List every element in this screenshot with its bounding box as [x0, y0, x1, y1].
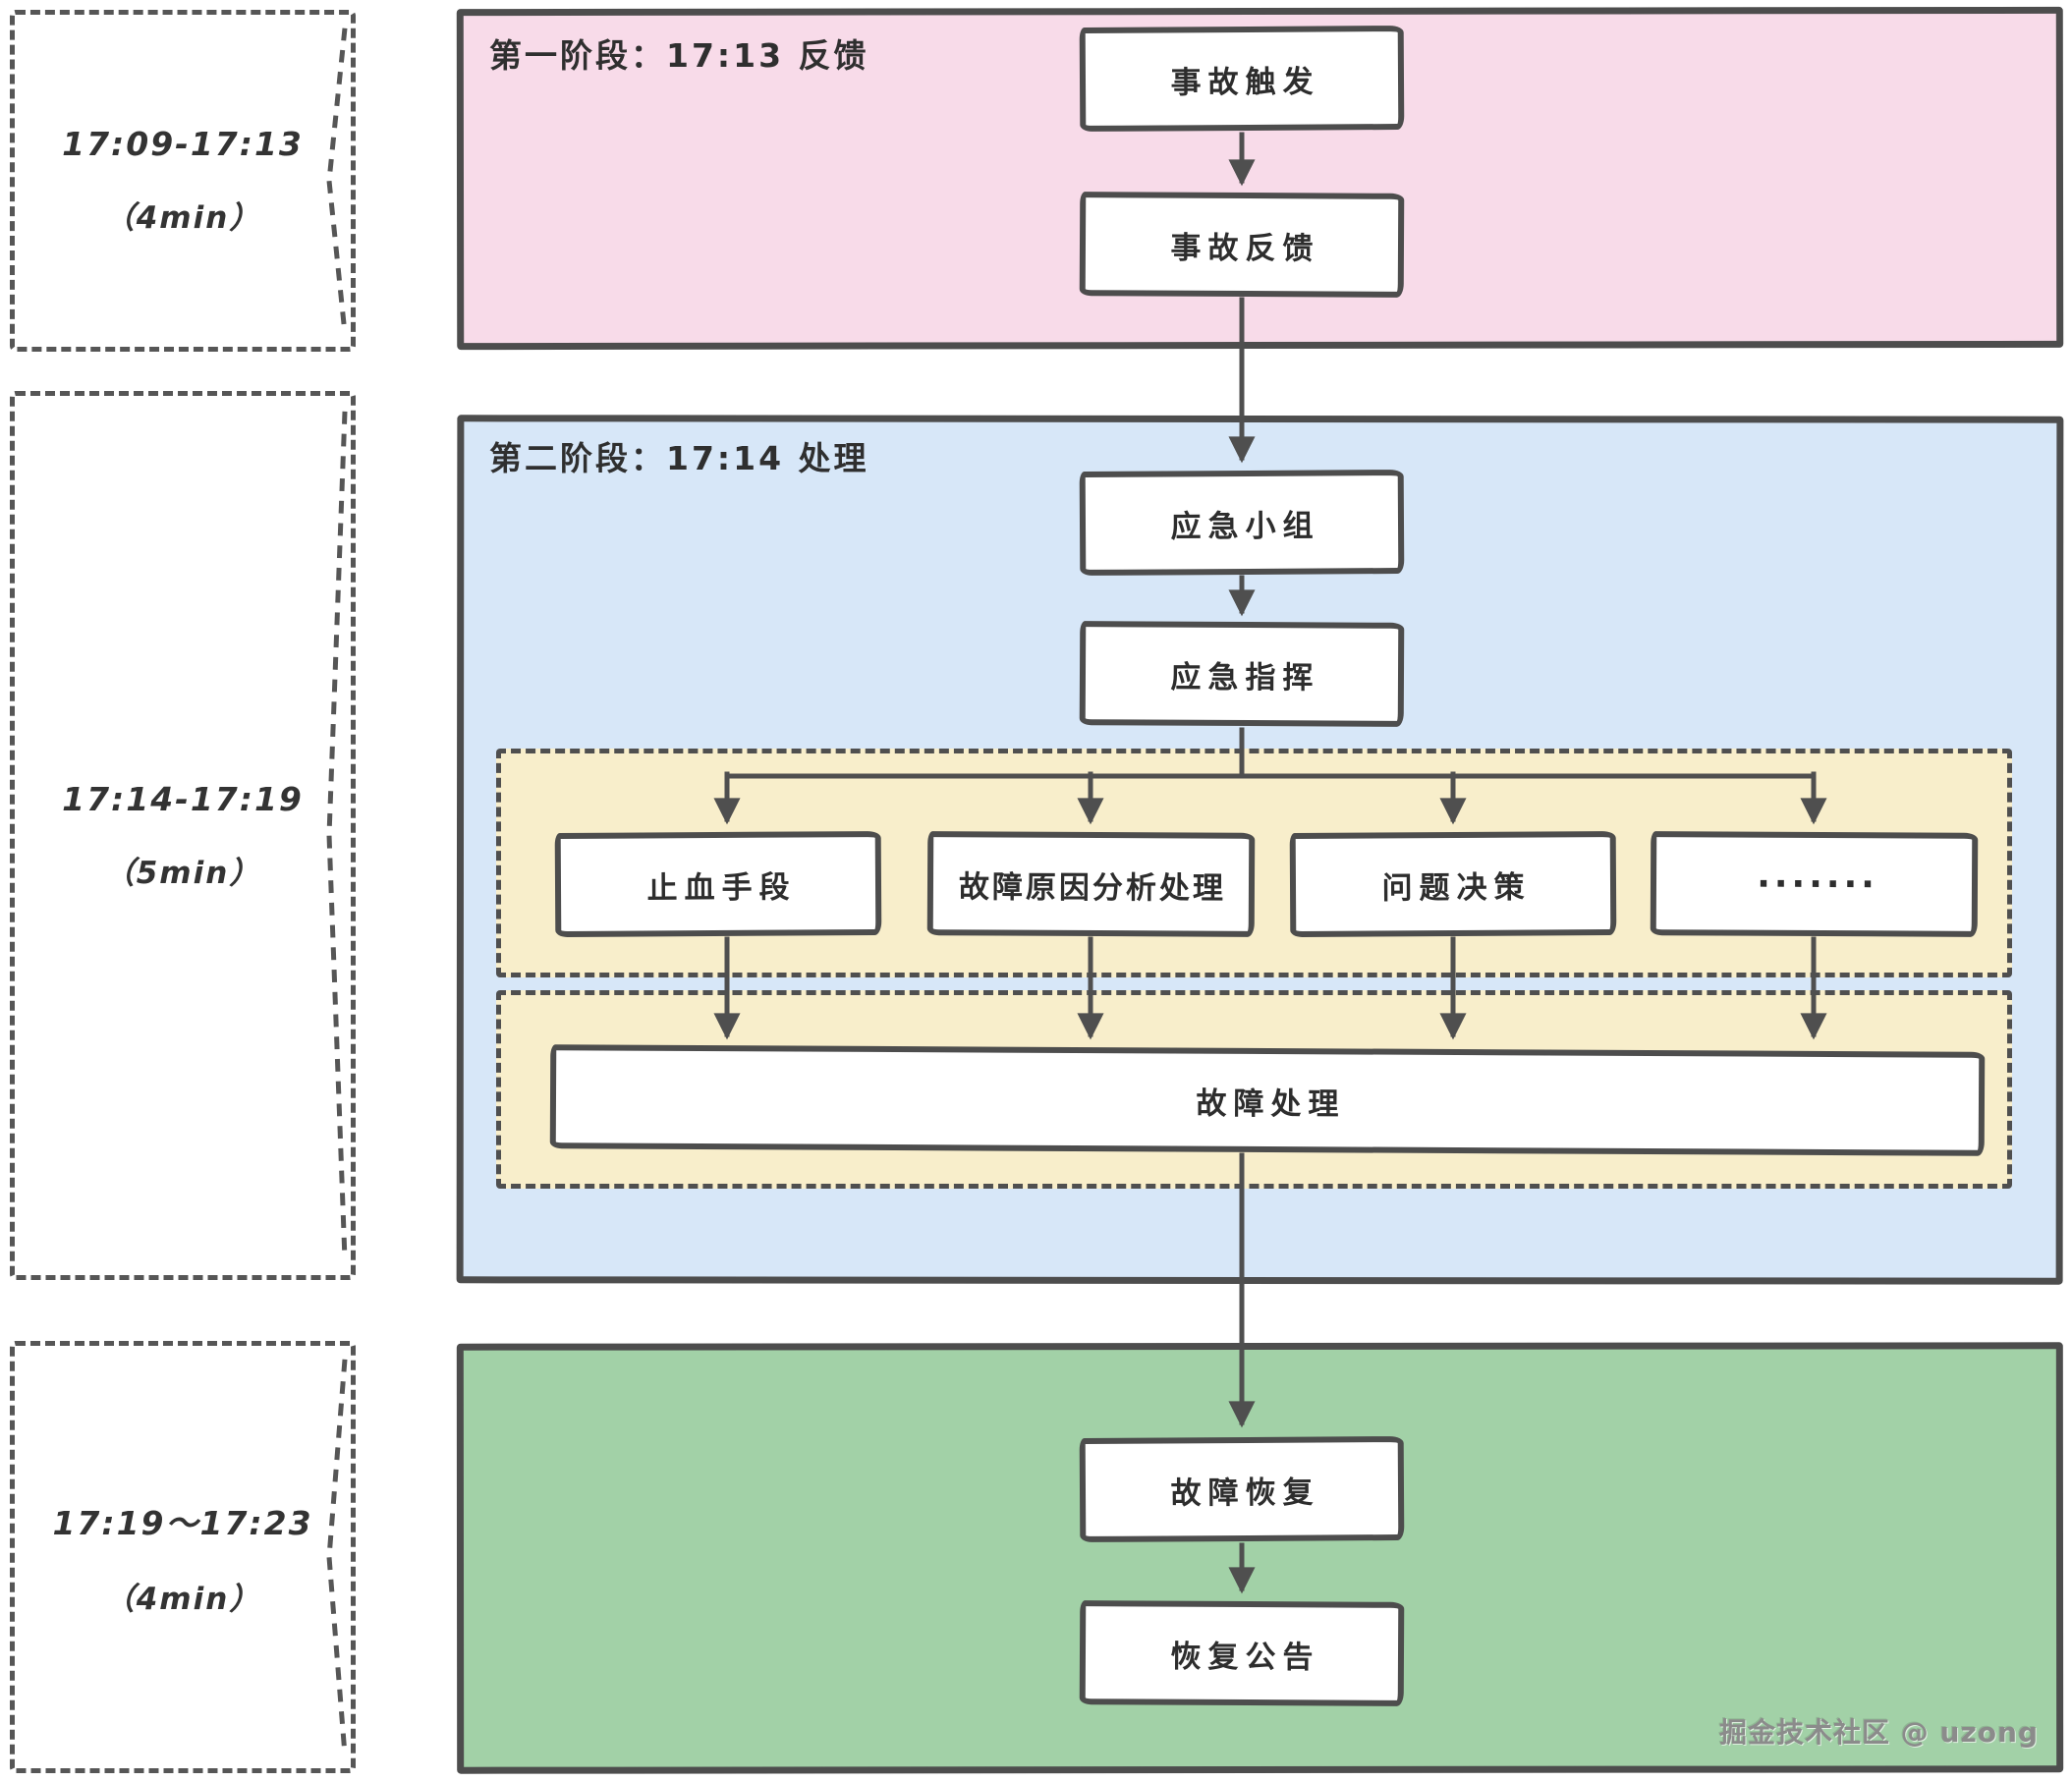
brace-notch-icon [326, 1359, 348, 1755]
node-label: 应急指挥 [1170, 659, 1320, 696]
brace-notch-icon [326, 28, 348, 334]
node-fault-analysis: 故障原因分析处理 [926, 831, 1256, 937]
timeline-box-phase3: 17:19～17:23 （4min） [10, 1341, 356, 1773]
node-label: 事故反馈 [1170, 230, 1320, 266]
timeline-duration: （4min） [103, 200, 262, 236]
node-label: 应急小组 [1170, 508, 1320, 544]
timeline-range: 17:09-17:13 [62, 125, 304, 163]
node-label: 恢复公告 [1170, 1639, 1320, 1675]
node-ellipsis: ······· [1650, 831, 1979, 937]
node-label: 止血手段 [646, 869, 797, 906]
node-label: 问题决策 [1381, 869, 1532, 906]
node-label: 故障处理 [1196, 1086, 1346, 1122]
node-stop-bleeding: 止血手段 [554, 830, 882, 938]
timeline-duration: （5min） [103, 855, 262, 891]
node-label: 故障原因分析处理 [958, 868, 1227, 907]
timeline-duration: （4min） [103, 1581, 262, 1617]
timeline-range: 17:14-17:19 [62, 779, 304, 818]
brace-notch-icon [326, 411, 348, 1260]
phase1-title: 第一阶段：17:13 反馈 [489, 36, 869, 75]
node-label: ······· [1757, 863, 1878, 905]
node-emergency-command: 应急指挥 [1079, 621, 1405, 727]
node-emergency-team: 应急小组 [1079, 469, 1405, 577]
timeline-range: 17:19～17:23 [52, 1503, 313, 1542]
node-recovery-announcement: 恢复公告 [1079, 1600, 1405, 1706]
timeline-box-phase1: 17:09-17:13 （4min） [10, 10, 356, 352]
phase2-title: 第二阶段：17:14 处理 [489, 439, 869, 477]
node-label: 事故触发 [1170, 64, 1320, 100]
watermark: 掘金技术社区 @ uzong [1719, 1716, 2039, 1749]
node-fault-handling: 故障处理 [549, 1044, 1986, 1156]
node-problem-decision: 问题决策 [1289, 830, 1617, 938]
node-label: 故障恢复 [1170, 1475, 1320, 1511]
node-incident-trigger: 事故触发 [1079, 25, 1405, 133]
node-fault-recovery: 故障恢复 [1079, 1435, 1405, 1543]
node-incident-feedback: 事故反馈 [1079, 192, 1405, 298]
timeline-box-phase2: 17:14-17:19 （5min） [10, 391, 356, 1280]
phase3-section [456, 1342, 2064, 1774]
